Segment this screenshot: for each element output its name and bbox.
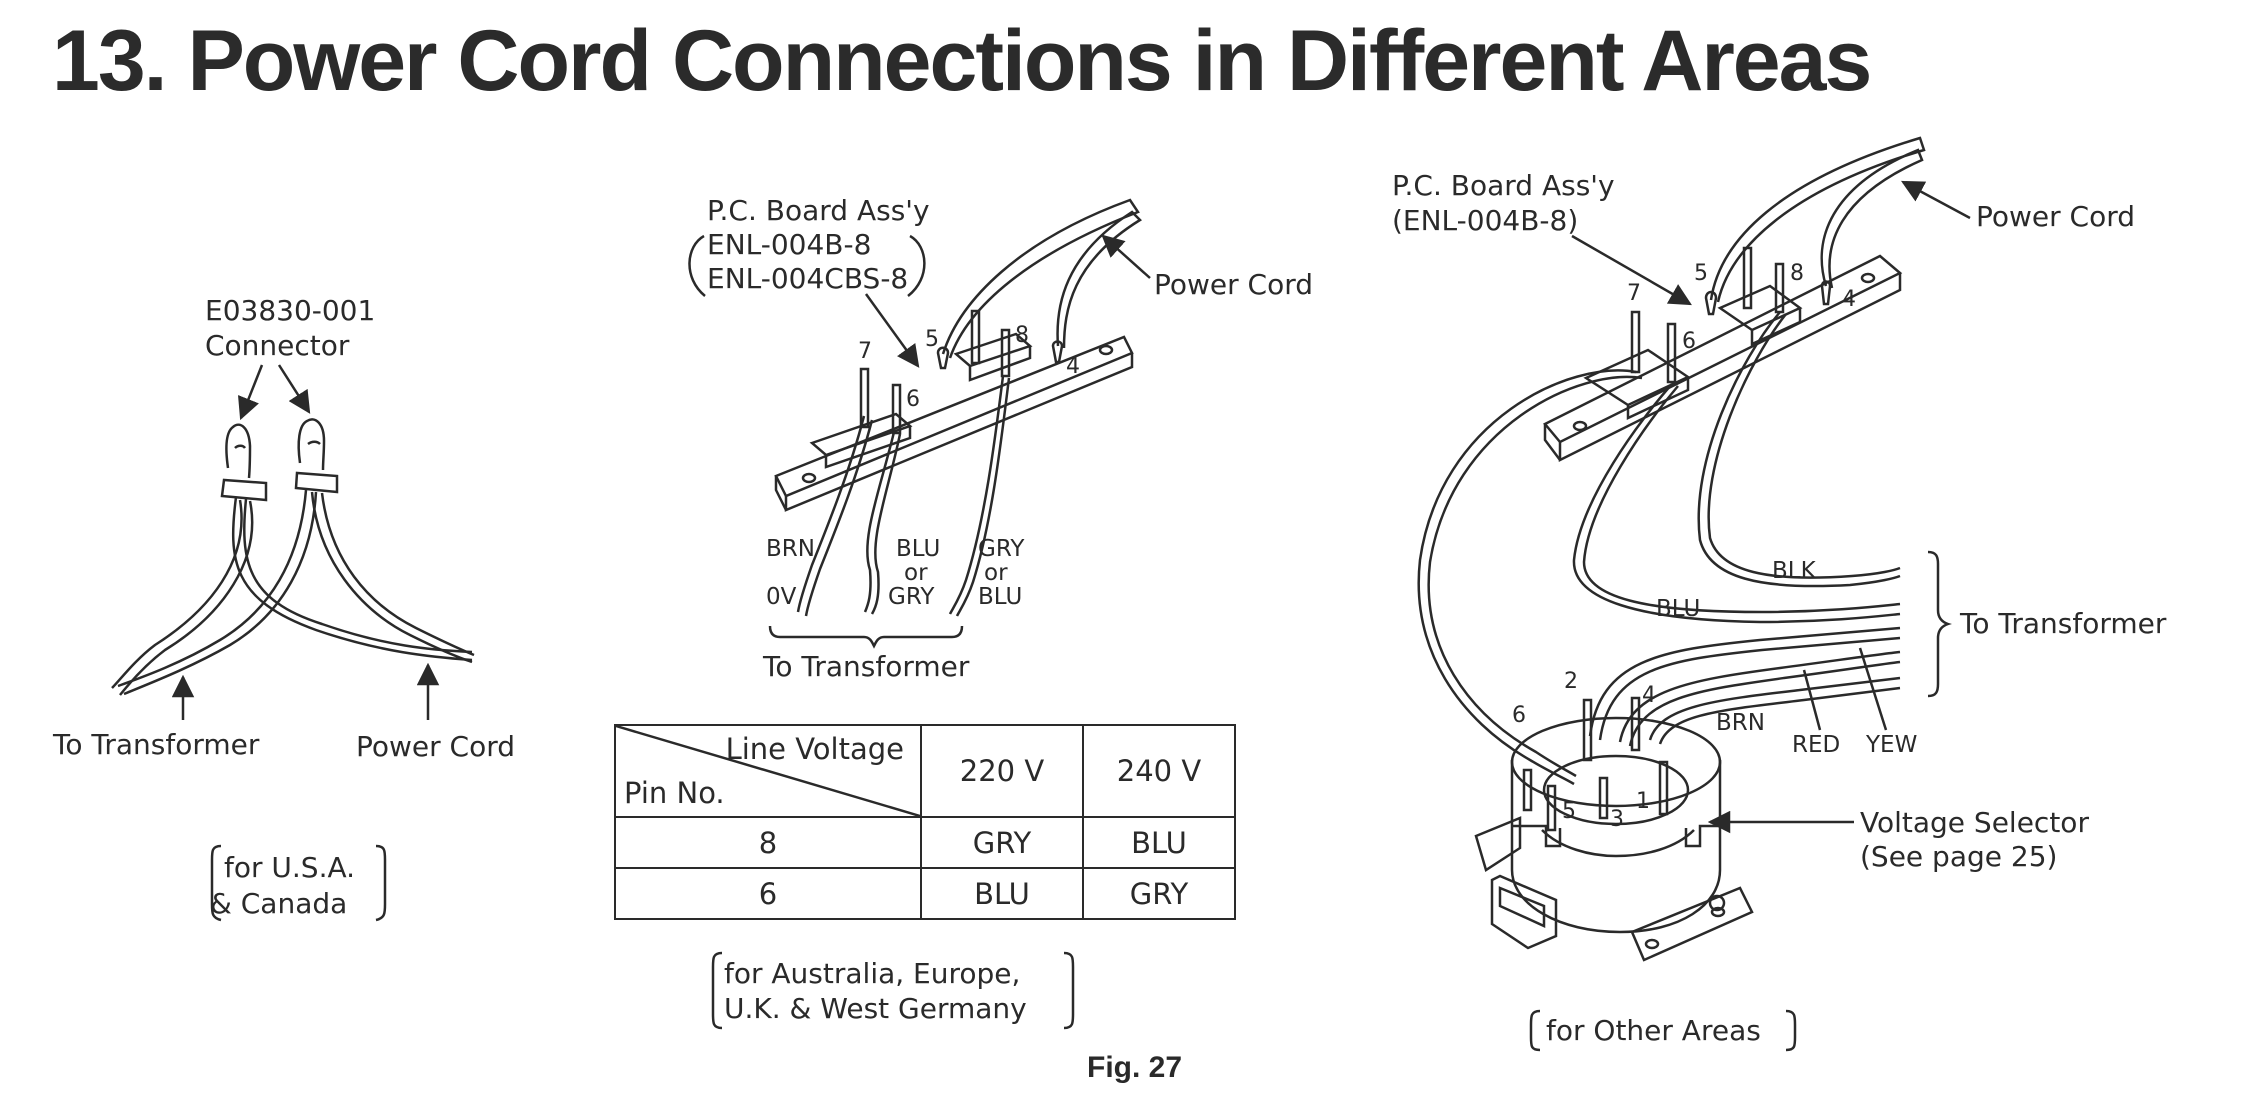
aus-wire3-color2: BLU: [978, 584, 1022, 610]
selector-label2: (See page 25): [1860, 840, 2057, 873]
selector-label1: Voltage Selector: [1860, 806, 2089, 839]
aus-wire3-or: or: [984, 560, 1008, 586]
aus-bracket-left: [711, 951, 723, 1030]
table-240-cell: BLU: [1082, 816, 1236, 869]
other-board-pin-5: 5: [1694, 261, 1708, 286]
usa-to-transformer-label: To Transformer: [52, 728, 260, 761]
voltage-selector: [1474, 696, 1754, 962]
other-board-part: (ENL-004B-8): [1392, 204, 1578, 237]
aus-pin-4: 4: [1066, 354, 1080, 379]
usa-wires: [111, 489, 475, 696]
table-col-220: 220 V: [920, 724, 1084, 818]
aus-wire3-color1: GRY: [978, 536, 1025, 562]
aus-transformer-brace: [768, 625, 964, 649]
figure-caption: Fig. 27: [1087, 1051, 1182, 1084]
other-red-leader: [1802, 669, 1822, 731]
aus-board-arrow: [864, 293, 920, 368]
aus-wire1-voltage: 0V: [766, 584, 797, 610]
aus-wire1-color: BRN: [766, 536, 815, 562]
aus-power-cord-label: Power Cord: [1154, 268, 1313, 301]
other-pc-board: [1543, 246, 1903, 463]
other-wire-blk: BLK: [1772, 558, 1817, 584]
usa-part-number: E03830-001: [205, 294, 375, 327]
aus-to-transformer-label: To Transformer: [762, 650, 970, 683]
aus-area-line2: U.K. & West Germany: [724, 992, 1027, 1025]
aus-pin-7: 7: [858, 339, 872, 364]
table-pin-cell: 8: [614, 816, 922, 869]
other-transformer-brace: [1927, 550, 1952, 698]
table-corner-cell: Line Voltage Pin No.: [614, 724, 922, 818]
aus-wire2-or: or: [904, 560, 928, 586]
aus-bracket-right: [1063, 951, 1075, 1030]
other-to-transformer-label: To Transformer: [1959, 607, 2167, 640]
usa-area-line1: for U.S.A.: [224, 851, 355, 884]
aus-paren-right: [907, 234, 926, 297]
aus-wire2-color2: GRY: [888, 584, 935, 610]
panel-other: P.C. Board Ass'y (ENL-004B-8) 7 6 5 8 4: [1392, 136, 2167, 1052]
connector-arrow-left: [238, 364, 264, 421]
other-bracket-left: [1529, 1009, 1541, 1052]
selector-pin-6: 6: [1512, 703, 1526, 728]
panel-usa: E03830-001 Connector To Transformer Po: [52, 294, 515, 922]
table-row: 6 BLU GRY: [614, 867, 1236, 920]
panel-aus: P.C. Board Ass'y ENL-004B-8 ENL-004CBS-8…: [688, 194, 1313, 1030]
connector-arrow-right: [277, 364, 311, 414]
aus-board-part1: ENL-004B-8: [707, 228, 871, 261]
other-wire-yew: YEW: [1865, 732, 1917, 758]
selector-pin-5: 5: [1562, 799, 1576, 824]
aus-area-line1: for Australia, Europe,: [724, 957, 1020, 990]
crimp-connector-right: [294, 418, 339, 494]
other-wire-brn: BRN: [1716, 710, 1765, 736]
table-pin-cell: 6: [614, 867, 922, 920]
other-board-arrow: [1571, 234, 1692, 306]
selector-pin-2: 2: [1564, 669, 1578, 694]
table-corner-top: Line Voltage: [725, 732, 904, 766]
crimp-connector-left: [220, 423, 268, 502]
line-voltage-table: Line Voltage Pin No. 220 V 240 V 8 GRY B…: [614, 724, 1236, 920]
other-yew-leader: [1858, 647, 1888, 731]
page-title: 13. Power Cord Connections in Different …: [52, 13, 1872, 109]
table-220-cell: BLU: [920, 867, 1084, 920]
aus-board-label: P.C. Board Ass'y: [707, 194, 930, 227]
other-bracket-right: [1785, 1009, 1797, 1052]
selector-pin-3: 3: [1610, 807, 1624, 832]
aus-pin-8: 8: [1015, 323, 1029, 348]
selector-pin-1: 1: [1636, 789, 1650, 814]
other-wire-red: RED: [1792, 732, 1840, 758]
aus-powercord-arrow: [1101, 234, 1151, 279]
aus-wires: [796, 198, 1143, 617]
other-power-cord-label: Power Cord: [1976, 200, 2135, 233]
other-board-pin-7: 7: [1627, 281, 1641, 306]
table-col-240: 240 V: [1082, 724, 1236, 818]
aus-paren-left: [688, 234, 706, 297]
table-220-cell: GRY: [920, 816, 1084, 869]
selector-pin-4: 4: [1642, 683, 1656, 708]
usa-bracket-right: [375, 844, 387, 922]
other-board-pin-8: 8: [1790, 261, 1804, 286]
other-powercord-arrow: [1901, 180, 1971, 220]
aus-pin-6: 6: [906, 387, 920, 412]
other-wire-blu: BLU: [1656, 596, 1700, 622]
usa-connector-label: Connector: [205, 329, 350, 362]
other-power-cord: [1709, 136, 1926, 303]
other-area-label: for Other Areas: [1546, 1014, 1761, 1047]
other-board-pin-4: 4: [1842, 287, 1856, 312]
usa-power-cord-label: Power Cord: [356, 730, 515, 763]
aus-wire2-color1: BLU: [896, 536, 940, 562]
other-board-pin-6: 6: [1682, 329, 1696, 354]
aus-pin-5: 5: [925, 327, 939, 352]
table-row: 8 GRY BLU: [614, 816, 1236, 869]
other-board-label: P.C. Board Ass'y: [1392, 169, 1615, 202]
usa-area-line2: & Canada: [210, 887, 347, 920]
usa-bracket-left: [210, 844, 222, 922]
aus-board-part2: ENL-004CBS-8: [707, 262, 908, 295]
other-wires: [1417, 311, 1901, 786]
table-240-cell: GRY: [1082, 867, 1236, 920]
table-corner-bottom: Pin No.: [624, 776, 725, 810]
aus-pc-board: [774, 309, 1134, 512]
